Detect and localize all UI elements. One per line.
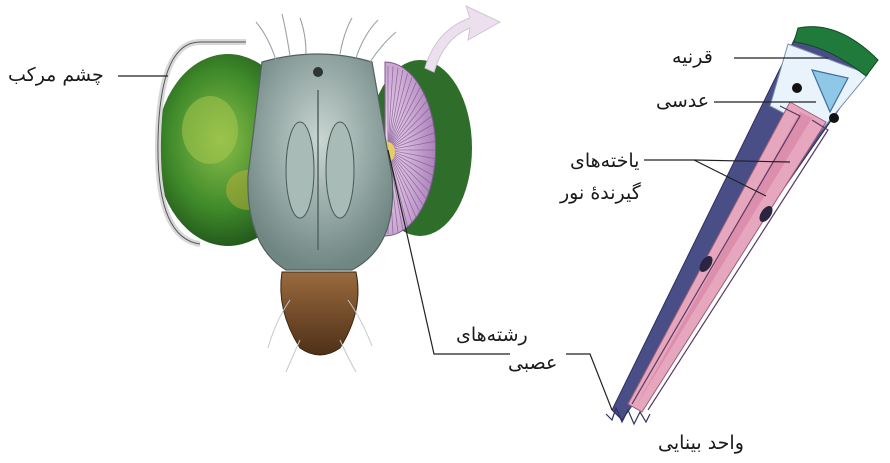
nerve-fibers-label-line1: رشته‌های: [456, 322, 528, 348]
mouthparts: [281, 272, 358, 355]
compound-eye-label: چشم مرکب: [8, 62, 104, 88]
photoreceptors-label-line2: گیرندهٔ نور: [560, 180, 641, 206]
nerve-fibers-label-line2: عصبی: [508, 350, 557, 376]
zoom-arrow: [425, 6, 500, 72]
ommatidium: [606, 27, 878, 424]
cornea-label: قرنیه: [672, 44, 713, 70]
head-capsule: [248, 54, 393, 270]
photoreceptors-label-line1: یاخته‌های: [570, 148, 639, 174]
ommatidium-label: واحد بینایی: [658, 430, 744, 456]
ommatidium-leader: [566, 354, 612, 410]
lens-label: عدسی: [656, 88, 709, 114]
